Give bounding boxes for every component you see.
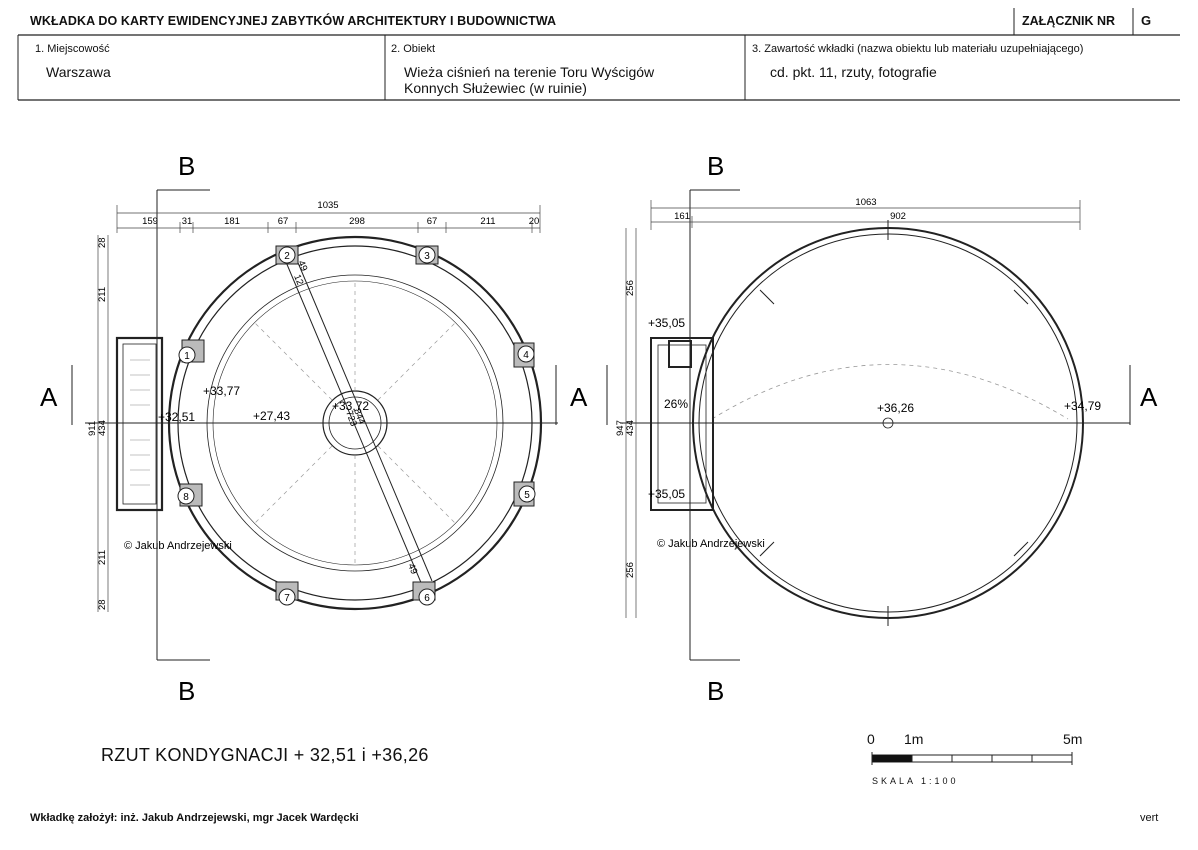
left-top-dim: 211 (480, 216, 495, 227)
right-elevation: +35,05 (648, 316, 685, 330)
plan-title: RZUT KONDYGNACJI + 32,51 i +36,26 (101, 745, 429, 765)
left-side-dim: 911 (87, 421, 98, 436)
column-marker: 1 (178, 339, 205, 364)
right-overall-dim: 1063 (855, 197, 876, 208)
left-stair-annex (115, 336, 164, 512)
left-elevation: +32,51 (158, 410, 195, 424)
annex-label: ZAŁĄCZNIK NR (1022, 14, 1116, 28)
column-number: 2 (284, 251, 290, 262)
left-beam-b (295, 257, 433, 582)
left-elevation: +33,77 (203, 384, 240, 398)
left-dimension-lines (97, 205, 541, 612)
left-section-b-top: B (178, 151, 195, 181)
right-copyright: © Jakub Andrzejewski (657, 538, 765, 550)
right-elevation: +35,05 (648, 487, 685, 501)
field-2-value-line2: Konnych Służewiec (w ruinie) (404, 80, 587, 96)
right-section-a-right: A (1140, 382, 1158, 412)
right-dimension-lines (625, 200, 1081, 618)
scale-caption: SKALA 1:100 (872, 776, 959, 786)
column-number: 3 (424, 251, 430, 262)
header-frame (17, 8, 1180, 101)
right-plan: B B A 1063 161 902 256 947 434 256 +35,0… (606, 151, 1158, 706)
right-side-dim: 256 (625, 280, 636, 296)
column-marker: 6 (412, 581, 436, 606)
left-plan: 1 2 3 4 5 6 7 8 B B A A 1035 159 31 181 … (40, 151, 588, 706)
column-marker: 2 (275, 245, 299, 265)
column-marker: 3 (415, 245, 439, 265)
field-3-label: 3. Zawartość wkładki (nazwa obiektu lub … (752, 43, 1084, 55)
right-section-b-top: B (707, 151, 724, 181)
scale-bar (871, 752, 1073, 765)
column-number: 5 (524, 490, 530, 501)
right-side-dim: 947 (615, 420, 626, 436)
right-section-b-bottom: B (707, 676, 724, 706)
left-overall-dim: 1035 (317, 200, 338, 211)
annex-letter: G (1141, 13, 1152, 28)
footer-author: Wkładkę założył: inż. Jakub Andrzejewski… (30, 812, 359, 824)
left-small-dim: 844 (351, 407, 367, 426)
left-top-dim: 181 (224, 216, 240, 227)
field-1-label: 1. Miejscowość (35, 43, 110, 55)
column-number: 7 (284, 593, 290, 604)
left-side-dim: 28 (97, 599, 108, 610)
column-marker: 7 (275, 581, 299, 606)
column-number: 4 (523, 350, 529, 361)
left-small-dim: 49 (295, 259, 309, 273)
column-marker: 4 (513, 342, 535, 368)
left-side-dim: 28 (97, 237, 108, 248)
left-top-dim: 20 (529, 216, 540, 227)
field-2-value-line1: Wieża ciśnień na terenie Toru Wyścigów (404, 64, 655, 80)
left-elevation: +27,43 (253, 409, 290, 423)
left-small-dim: 723 (343, 409, 359, 428)
left-small-dim: 49 (405, 562, 419, 576)
left-elevation: +33,72 (332, 399, 369, 413)
left-top-dim: 67 (278, 216, 289, 227)
scale-zero: 0 (867, 731, 875, 747)
right-top-dim: 161 (674, 211, 690, 222)
sheet-title: WKŁADKA DO KARTY EWIDENCYJNEJ ZABYTKÓW A… (30, 14, 557, 28)
left-section-a-right: A (570, 382, 588, 412)
left-top-dim: 159 (142, 216, 158, 227)
column-number: 6 (424, 593, 430, 604)
right-top-dim: 902 (890, 211, 906, 222)
column-marker: 8 (177, 483, 203, 507)
left-copyright: © Jakub Andrzejewski (124, 540, 232, 552)
field-3-value: cd. pkt. 11, rzuty, fotografie (770, 64, 937, 80)
left-section-lines (71, 189, 558, 661)
left-side-dim: 434 (97, 420, 108, 436)
left-section-b-bottom: B (178, 676, 195, 706)
right-tick-marks (759, 220, 1029, 626)
left-side-dim: 211 (97, 550, 108, 565)
field-2-label: 2. Obiekt (391, 43, 436, 55)
left-small-dim: 12 (291, 273, 305, 287)
column-number: 1 (184, 351, 190, 362)
left-top-dim: 67 (427, 216, 438, 227)
left-top-dim: 298 (349, 216, 365, 227)
column-number: 8 (183, 492, 189, 503)
left-columns: 1 2 3 4 5 6 7 8 (177, 245, 536, 606)
right-section-lines (606, 189, 1131, 661)
column-marker: 5 (513, 481, 536, 507)
right-side-dim: 256 (625, 562, 636, 578)
left-side-dim: 211 (97, 287, 108, 302)
right-slope: 26% (664, 397, 688, 411)
right-side-dim: 434 (625, 420, 636, 436)
right-dome-curve (711, 364, 1069, 420)
right-elevation: +36,26 (877, 401, 914, 415)
scale-one-meter: 1m (904, 731, 924, 747)
field-1-value: Warszawa (46, 64, 111, 80)
footer-right-note: vert (1140, 812, 1159, 824)
left-section-a-left: A (40, 382, 58, 412)
right-elevation: +34,79 (1064, 399, 1101, 413)
left-top-dim: 31 (182, 216, 193, 227)
right-stair-annex (650, 337, 714, 511)
scale-five-meters: 5m (1063, 731, 1083, 747)
right-opening (668, 340, 692, 368)
